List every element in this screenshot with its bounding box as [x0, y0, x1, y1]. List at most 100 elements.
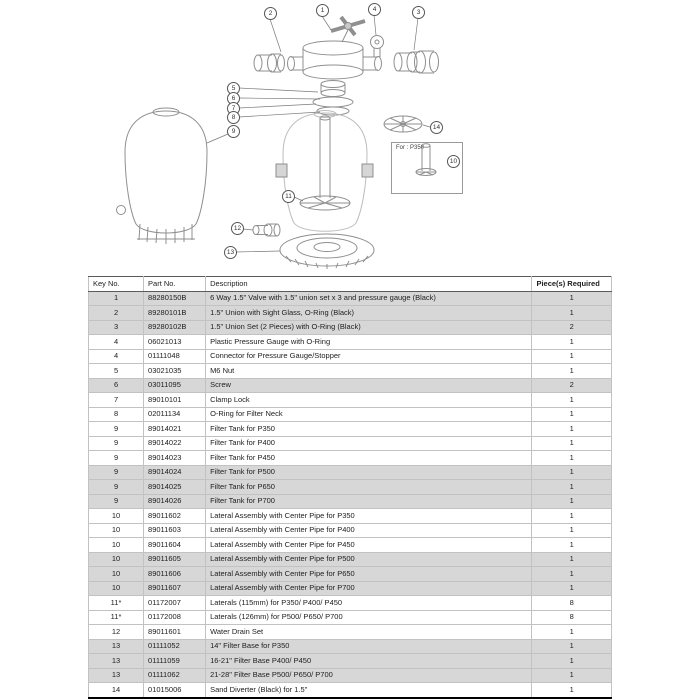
key-cell: 13	[87, 653, 145, 669]
qty-cell: 1	[531, 493, 612, 509]
key-cell: 10	[87, 580, 145, 596]
key-cell: 9	[87, 464, 145, 480]
diagram-canvas	[116, 14, 448, 269]
desc-cell: Connector for Pressure Gauge/Stopper	[205, 348, 533, 364]
qty-cell: 1	[531, 363, 612, 379]
callout-11: 11	[282, 190, 295, 203]
key-cell: 4	[87, 334, 145, 350]
key-cell: 10	[87, 508, 145, 524]
desc-cell: Lateral Assembly with Center Pipe for P7…	[205, 580, 533, 596]
qty-cell: 1	[531, 682, 612, 698]
valve-handle-drawing	[330, 15, 366, 43]
lateral-assembly-drawing	[275, 115, 374, 211]
part-cell: 89280102B	[143, 319, 207, 335]
water-drain-drawing	[252, 223, 281, 237]
qty-cell: 1	[531, 479, 612, 495]
qty-cell: 8	[531, 609, 612, 625]
tank-assembly-drawing	[282, 110, 368, 232]
qty-cell: 1	[531, 624, 612, 640]
qty-cell: 1	[531, 334, 612, 350]
part-cell: 89010101	[143, 392, 207, 408]
part-cell: 03021035	[143, 363, 207, 379]
key-cell: 14	[87, 682, 145, 698]
qty-cell: 1	[531, 450, 612, 466]
desc-cell: 21-28" Filter Base P500/ P650/ P700	[205, 667, 533, 683]
qty-cell: 2	[531, 377, 612, 393]
valve-neck-drawing	[312, 80, 354, 116]
part-cell: 03011095	[143, 377, 207, 393]
key-cell: 2	[87, 305, 145, 321]
callout-12: 12	[231, 222, 244, 235]
part-cell: 01111062	[143, 667, 207, 683]
inset-pipe-drawing	[415, 143, 437, 176]
key-cell: 10	[87, 566, 145, 582]
part-cell: 01111052	[143, 638, 207, 654]
desc-cell: Clamp Lock	[205, 392, 533, 408]
desc-cell: Lateral Assembly with Center Pipe for P4…	[205, 522, 533, 538]
part-cell: 89011605	[143, 551, 207, 567]
leader-lines	[206, 14, 448, 253]
key-cell: 7	[87, 392, 145, 408]
qty-cell: 1	[531, 435, 612, 451]
qty-cell: 2	[531, 319, 612, 335]
desc-cell: 16-21" Filter Base P400/ P450	[205, 653, 533, 669]
key-cell: 10	[87, 522, 145, 538]
callout-9: 9	[227, 125, 240, 138]
inset-label: For : P350	[396, 145, 425, 151]
filter-tank-drawing	[116, 107, 208, 244]
desc-cell: Filter Tank for P400	[205, 435, 533, 451]
column-header: Piece(s) Required	[531, 276, 612, 292]
part-cell: 89014023	[143, 450, 207, 466]
qty-cell: 8	[531, 595, 612, 611]
part-cell: 89011606	[143, 566, 207, 582]
part-cell: 89014025	[143, 479, 207, 495]
desc-cell: Filter Tank for P450	[205, 450, 533, 466]
part-cell: 89011607	[143, 580, 207, 596]
key-cell: 1	[87, 290, 145, 306]
desc-cell: Plastic Pressure Gauge with O-Ring	[205, 334, 533, 350]
desc-cell: Screw	[205, 377, 533, 393]
desc-cell: 1.5" Union with Sight Glass, O-Ring (Bla…	[205, 305, 533, 321]
part-cell: 89014026	[143, 493, 207, 509]
key-cell: 9	[87, 450, 145, 466]
part-cell: 88280150B	[143, 290, 207, 306]
desc-cell: Filter Tank for P500	[205, 464, 533, 480]
key-cell: 6	[87, 377, 145, 393]
qty-cell: 1	[531, 464, 612, 480]
desc-cell: M6 Nut	[205, 363, 533, 379]
part-cell: 02011134	[143, 406, 207, 422]
key-cell: 13	[87, 638, 145, 654]
part-cell: 01172007	[143, 595, 207, 611]
key-cell: 10	[87, 551, 145, 567]
key-cell: 10	[87, 537, 145, 553]
qty-cell: 1	[531, 551, 612, 567]
desc-cell: Laterals (126mm) for P500/ P650/ P700	[205, 609, 533, 625]
qty-cell: 1	[531, 305, 612, 321]
qty-cell: 1	[531, 290, 612, 306]
qty-cell: 1	[531, 667, 612, 683]
union-set-drawing	[393, 50, 439, 74]
filter-base-drawing	[279, 233, 375, 269]
